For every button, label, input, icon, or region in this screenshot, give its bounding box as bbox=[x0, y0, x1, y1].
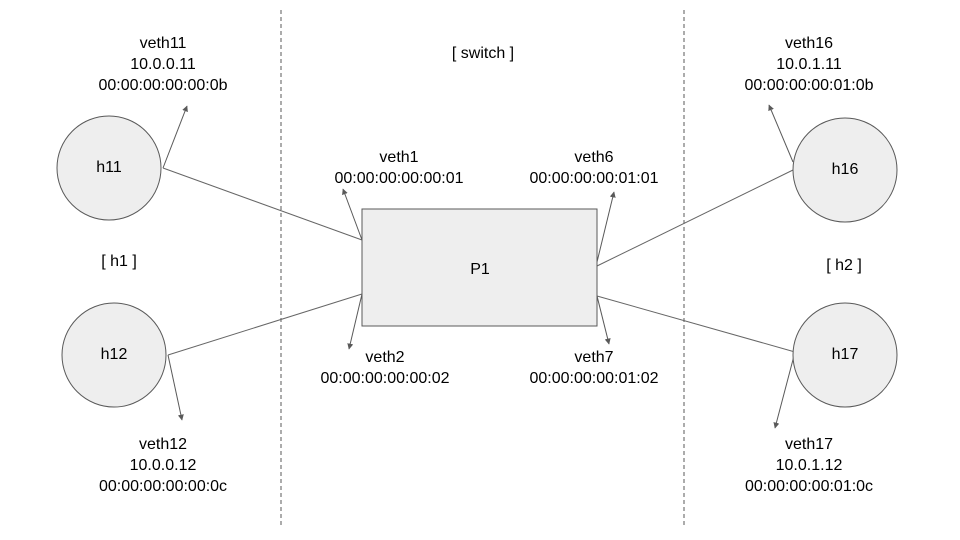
interface-veth11-name: veth11 bbox=[139, 35, 187, 52]
interface-veth12-label: veth12 10.0.0.12 00:00:00:00:00:0c bbox=[99, 434, 227, 497]
interface-veth6-label: veth6 00:00:00:00:01:01 bbox=[529, 147, 658, 189]
interface-veth17-ip: 10.0.1.12 bbox=[775, 457, 843, 474]
arrow-veth16 bbox=[768, 104, 794, 163]
host-h17-label: h17 bbox=[831, 346, 859, 363]
host-h12-label: h12 bbox=[100, 346, 128, 363]
interface-veth2-label: veth2 00:00:00:00:00:02 bbox=[320, 347, 449, 389]
switch-p1-box bbox=[361, 208, 598, 327]
arrow-veth6 bbox=[596, 191, 616, 263]
interface-veth7-name: veth7 bbox=[574, 349, 614, 366]
interface-veth6-mac: 00:00:00:00:01:01 bbox=[529, 170, 659, 187]
host-h11-label: h11 bbox=[96, 159, 122, 176]
host-h17-node bbox=[792, 302, 898, 408]
interface-veth17-mac: 00:00:00:00:01:0c bbox=[744, 478, 874, 495]
interface-veth16-ip: 10.0.1.11 bbox=[776, 56, 842, 73]
arrow-veth11 bbox=[162, 105, 188, 169]
interface-veth7-mac: 00:00:00:00:01:02 bbox=[529, 370, 659, 387]
link-h16-p1 bbox=[596, 169, 794, 267]
interface-veth1-label: veth1 00:00:00:00:00:01 bbox=[334, 147, 463, 189]
interface-veth17-name: veth17 bbox=[784, 436, 834, 453]
interface-veth7-label: veth7 00:00:00:00:01:02 bbox=[529, 347, 658, 389]
interface-veth1-name: veth1 bbox=[379, 149, 419, 166]
interface-veth16-name: veth16 bbox=[784, 35, 834, 52]
interface-veth12-mac: 00:00:00:00:00:0c bbox=[98, 478, 228, 495]
zone-label-h1: [ h1 ] bbox=[101, 253, 137, 270]
interface-veth1-mac: 00:00:00:00:00:01 bbox=[334, 170, 464, 187]
interface-veth11-label: veth11 10.0.0.11 00:00:00:00:00:0b bbox=[98, 33, 227, 96]
arrow-veth12 bbox=[167, 354, 184, 421]
interface-veth6-name: veth6 bbox=[574, 149, 614, 166]
zone-label-switch: [ switch ] bbox=[451, 45, 515, 62]
host-h12-node bbox=[61, 302, 167, 408]
interface-veth2-name: veth2 bbox=[365, 349, 405, 366]
host-h16-node bbox=[792, 117, 898, 223]
arrow-veth7 bbox=[596, 295, 611, 345]
arrow-veth17 bbox=[773, 351, 796, 429]
interface-veth17-label: veth17 10.0.1.12 00:00:00:00:01:0c bbox=[745, 434, 873, 497]
interface-veth11-ip: 10.0.0.11 bbox=[130, 56, 196, 73]
host-h11-node bbox=[56, 115, 162, 221]
interface-veth11-mac: 00:00:00:00:00:0b bbox=[98, 77, 228, 94]
link-h11-p1 bbox=[162, 167, 363, 241]
interface-veth16-mac: 00:00:00:00:01:0b bbox=[744, 77, 874, 94]
arrow-veth2 bbox=[347, 293, 363, 350]
host-h16-label: h16 bbox=[831, 161, 859, 178]
zone-label-h2: [ h2 ] bbox=[826, 257, 862, 274]
interface-veth2-mac: 00:00:00:00:00:02 bbox=[320, 370, 450, 387]
interface-veth16-label: veth16 10.0.1.11 00:00:00:00:01:0b bbox=[744, 33, 873, 96]
arrow-veth1 bbox=[342, 188, 363, 241]
interface-veth12-ip: 10.0.0.12 bbox=[129, 457, 197, 474]
link-h17-p1 bbox=[596, 295, 796, 353]
link-h12-p1 bbox=[167, 293, 363, 356]
interface-veth12-name: veth12 bbox=[138, 436, 188, 453]
switch-p1-label: P1 bbox=[470, 261, 490, 278]
